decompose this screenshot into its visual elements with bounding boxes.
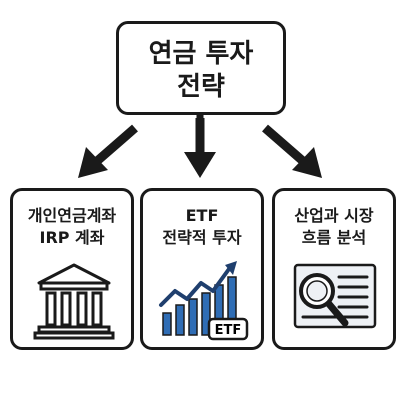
branch-market-analysis: 산업과 시장 흐름 분석 xyxy=(272,188,396,350)
branch-label-line1: 개인연금계좌 xyxy=(27,206,117,225)
arrow-left xyxy=(78,124,138,178)
branch-label-line1: 산업과 시장 xyxy=(294,206,374,225)
branch-label-line1: ETF xyxy=(185,206,219,225)
branch-label-line2: 전략적 투자 xyxy=(162,228,242,247)
branch-label: 개인연금계좌 IRP 계좌 xyxy=(13,205,131,249)
rising-bar-chart-icon: ETF xyxy=(159,261,249,341)
root-title: 연금 투자 전략 xyxy=(119,38,283,104)
branch-etf: ETF 전략적 투자 ETF xyxy=(140,188,264,350)
branch-pension-accounts: 개인연금계좌 IRP 계좌 xyxy=(10,188,134,350)
root-node: 연금 투자 전략 xyxy=(116,21,286,115)
arrow-right xyxy=(262,124,322,178)
etf-badge-label: ETF xyxy=(215,323,242,338)
arrow-middle xyxy=(184,118,216,178)
root-title-line1: 연금 투자 xyxy=(148,39,254,69)
etf-badge: ETF xyxy=(207,317,249,341)
root-title-line2: 전략 xyxy=(177,72,225,102)
branch-label: 산업과 시장 흐름 분석 xyxy=(275,205,393,249)
branch-label: ETF 전략적 투자 xyxy=(143,205,261,249)
document-magnifier-icon xyxy=(293,263,377,329)
branch-label-line2: IRP 계좌 xyxy=(39,228,105,247)
branch-label-line2: 흐름 분석 xyxy=(301,228,367,247)
bank-building-icon xyxy=(33,263,115,340)
